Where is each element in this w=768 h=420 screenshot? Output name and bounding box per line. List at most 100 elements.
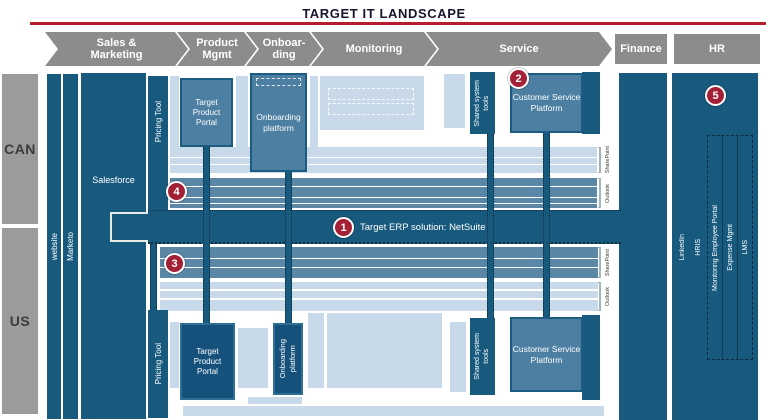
dept-column-finance: Finance — [613, 32, 669, 66]
shared-band — [170, 165, 597, 173]
salesforce-box: Salesforce — [81, 73, 146, 419]
band-bracket — [598, 282, 601, 311]
shared-system-tools-label: Shared system tools — [474, 333, 491, 380]
expense-mgmt-label: Expense Mgmt — [726, 224, 734, 271]
badge-4: 4 — [166, 181, 187, 202]
hr-system-lms: LMS — [737, 136, 752, 359]
customer-service-platform-label: Customer Service Platform — [512, 343, 581, 365]
target-product-portal-can-box: Target Product Portal — [180, 78, 233, 147]
hr-system-monitoring-employee-portal: Monitoring Employee Portal — [708, 136, 722, 359]
shared-band — [170, 204, 597, 208]
process-step-onboarding: Onboar- ding — [246, 32, 322, 66]
process-step-service: Service — [426, 32, 612, 66]
hris-label: HRIS — [694, 239, 702, 256]
process-step-sales-marketing: Sales & Marketing — [45, 32, 188, 66]
erp-solution-label: Target ERP solution: NetSuite — [360, 222, 486, 233]
shared-band — [160, 259, 598, 267]
website-label: website — [49, 232, 59, 261]
pricing-tool-can-label-wrap: Pricing Tool — [148, 82, 168, 162]
light-panel — [327, 313, 442, 388]
shared-band — [160, 300, 598, 311]
badge-5-number: 5 — [712, 89, 719, 102]
service-edge-bar — [582, 315, 600, 400]
badge-3: 3 — [164, 253, 185, 274]
light-panel — [238, 328, 268, 388]
badge-1-number: 1 — [340, 221, 347, 234]
target-product-portal-label: Target Product Portal — [193, 346, 222, 376]
marketo-label: Marketo — [66, 232, 75, 261]
erp-band — [148, 210, 621, 244]
onboarding-platform-us-box: Onboarding platform — [273, 323, 303, 395]
shared-band — [160, 291, 598, 298]
band-group-label-text: Outlook — [605, 183, 611, 203]
onboarding-platform-label: Onboarding platform — [278, 339, 297, 379]
hr-system-expense-mgmt: Expense Mgmt — [722, 136, 737, 359]
title-rule — [30, 22, 766, 25]
shared-system-tools-label: Shared system tools — [474, 79, 491, 127]
onboarding-platform-label: Onboarding platform — [256, 111, 301, 133]
light-panel — [170, 322, 179, 388]
hr-dashed-group: Monitoring Employee Portal Expense Mgmt … — [707, 135, 753, 360]
badge-2-number: 2 — [515, 72, 522, 85]
hr-system-hris: HRIS — [691, 135, 705, 360]
band-group-label: SharePoint — [602, 246, 614, 279]
finance-column — [619, 73, 667, 420]
monitoring-dashed-slot — [328, 103, 414, 115]
pricing-tool-us-bar: Pricing Tool — [148, 310, 168, 418]
shared-band — [170, 147, 597, 157]
target-product-portal-label: Target Product Portal — [192, 97, 221, 127]
connector-pricing-tool — [150, 244, 157, 310]
shared-system-tools-can-bar: Shared system tools — [470, 72, 495, 134]
band-group-label-text: SharePoint — [605, 248, 611, 277]
light-panel — [444, 74, 465, 128]
light-panel — [310, 76, 318, 148]
hr-column: 5 LinkedIn HRIS Monitoring Employee Port… — [672, 73, 758, 420]
badge-3-number: 3 — [171, 257, 178, 270]
service-edge-bar — [582, 72, 600, 134]
process-step-product-mgmt: Product Mgmt — [177, 32, 257, 66]
light-panel — [236, 76, 248, 148]
shared-system-tools-us-bar: Shared system tools — [470, 318, 495, 395]
light-strip — [248, 397, 302, 404]
band-bracket — [598, 147, 601, 173]
lms-label: LMS — [741, 240, 749, 255]
pricing-tool-label: Pricing Tool — [153, 343, 163, 385]
region-can: CAN — [2, 74, 38, 224]
process-step-monitoring: Monitoring — [311, 32, 437, 66]
band-group-label: Outlook — [602, 280, 614, 312]
shared-band — [170, 158, 597, 164]
band-bracket — [598, 178, 601, 208]
monitoring-dashed-slot — [328, 88, 414, 100]
pricing-tool-can-bar: Pricing Tool — [148, 76, 168, 210]
erp-band-left-tab — [110, 212, 150, 242]
badge-5: 5 — [705, 85, 726, 106]
band-group-label-text: Outlook — [605, 286, 611, 306]
shared-band — [170, 178, 597, 186]
light-panel — [170, 76, 179, 147]
hr-system-linkedin: LinkedIn — [675, 135, 689, 360]
onboarding-platform-can-box: Onboarding platform — [250, 73, 307, 172]
light-panel — [450, 322, 466, 392]
marketo-bar: Marketo — [63, 74, 78, 419]
monitoring-tools-box — [320, 76, 424, 130]
page-title: TARGET IT LANDSCAPE — [302, 6, 466, 21]
monitoring-employee-portal-label: Monitoring Employee Portal — [711, 204, 719, 291]
pricing-tool-label: Pricing Tool — [153, 101, 163, 143]
connector-target-product-portal — [203, 147, 210, 323]
badge-4-number: 4 — [173, 185, 180, 198]
connector-customer-service-platform — [543, 132, 550, 318]
bottom-light-strip — [183, 406, 604, 416]
connector-onboarding-platform — [285, 172, 292, 323]
shared-band — [160, 282, 598, 289]
region-us: US — [2, 228, 38, 414]
badge-2: 2 — [508, 68, 529, 89]
shared-band — [160, 247, 598, 258]
shared-band — [170, 198, 597, 203]
band-group-label-text: SharePoint — [605, 146, 611, 174]
connector-shared-system-tools — [487, 134, 494, 318]
light-panel — [308, 313, 324, 388]
band-group-label: SharePoint — [602, 144, 614, 176]
dept-column-hr: HR — [672, 32, 762, 66]
website-bar: website — [47, 74, 61, 419]
